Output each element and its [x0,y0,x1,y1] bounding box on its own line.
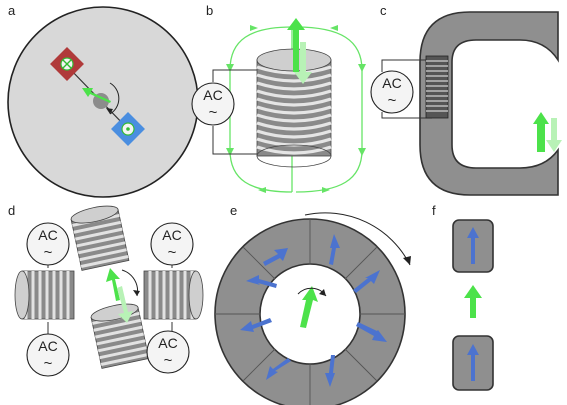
ac-label: AC [382,75,401,91]
field-arrow-up [287,18,305,72]
panel-e: e [214,203,411,405]
rotation-arrow [109,82,120,115]
rotation-arrowhead [106,108,113,114]
panel-e-label: e [230,203,237,218]
field-arrow [106,268,120,301]
panel-c-label: c [380,3,387,18]
ac-symbol: ~ [209,104,218,121]
panel-f-label: f [432,203,436,218]
ac-label: AC [158,335,177,351]
panel-f: f [432,203,494,391]
solenoid-coil [256,48,332,168]
ac-symbol: ~ [388,92,397,109]
ac-source-c: AC ~ [370,70,414,114]
field-arrow-down-faded [546,118,562,152]
magnet-arrows [240,234,387,387]
field-arrow [464,285,482,318]
ac-symbol: ~ [168,244,177,261]
panel-a: a [7,3,199,198]
ac-label: AC [203,87,222,103]
field-arrow-faded [117,286,133,323]
ac-source-d-top-left: AC ~ [26,222,70,266]
segment-dividers [215,219,405,405]
magnet-arrow-bottom [467,344,479,381]
c-coil [425,55,449,119]
wire-top [212,69,263,82]
ac-label: AC [162,227,181,243]
field-arrow-down-faded [294,42,312,84]
ac-label: AC [38,227,57,243]
coil-top [70,205,130,271]
panel-d-label: d [8,203,15,218]
wire-bottom [212,126,263,155]
field-arrow-up [533,112,549,152]
cross-icon [62,59,72,69]
ac-label: AC [38,338,57,354]
field-arrow [300,286,318,328]
dot-icon [126,127,130,131]
panel-b-label: b [206,3,213,18]
ac-source-d-bottom-left: AC ~ [26,333,70,377]
panel-a-label: a [8,3,16,18]
ac-symbol: ~ [164,352,173,369]
coil-right [143,270,204,320]
panel-c: c AC ~ [370,3,562,196]
ac-source-b: AC ~ [191,82,235,126]
coil-left [14,270,75,320]
halbach-ring [214,218,406,405]
panel-d: d AC [8,203,204,377]
coil-bottom [90,303,150,369]
ac-source-d-top-right: AC ~ [150,222,194,266]
ac-symbol: ~ [44,244,53,261]
magnet-arrow-top [467,227,479,264]
panel-b: b AC ~ [191,3,366,193]
ac-source-d-bottom-right: AC ~ [146,330,190,374]
rotation-arrow-outer [304,212,411,266]
field-arrow [82,88,111,103]
coil-blue-block [111,112,145,146]
field-line-right [295,26,363,193]
ac-symbol: ~ [44,355,53,372]
